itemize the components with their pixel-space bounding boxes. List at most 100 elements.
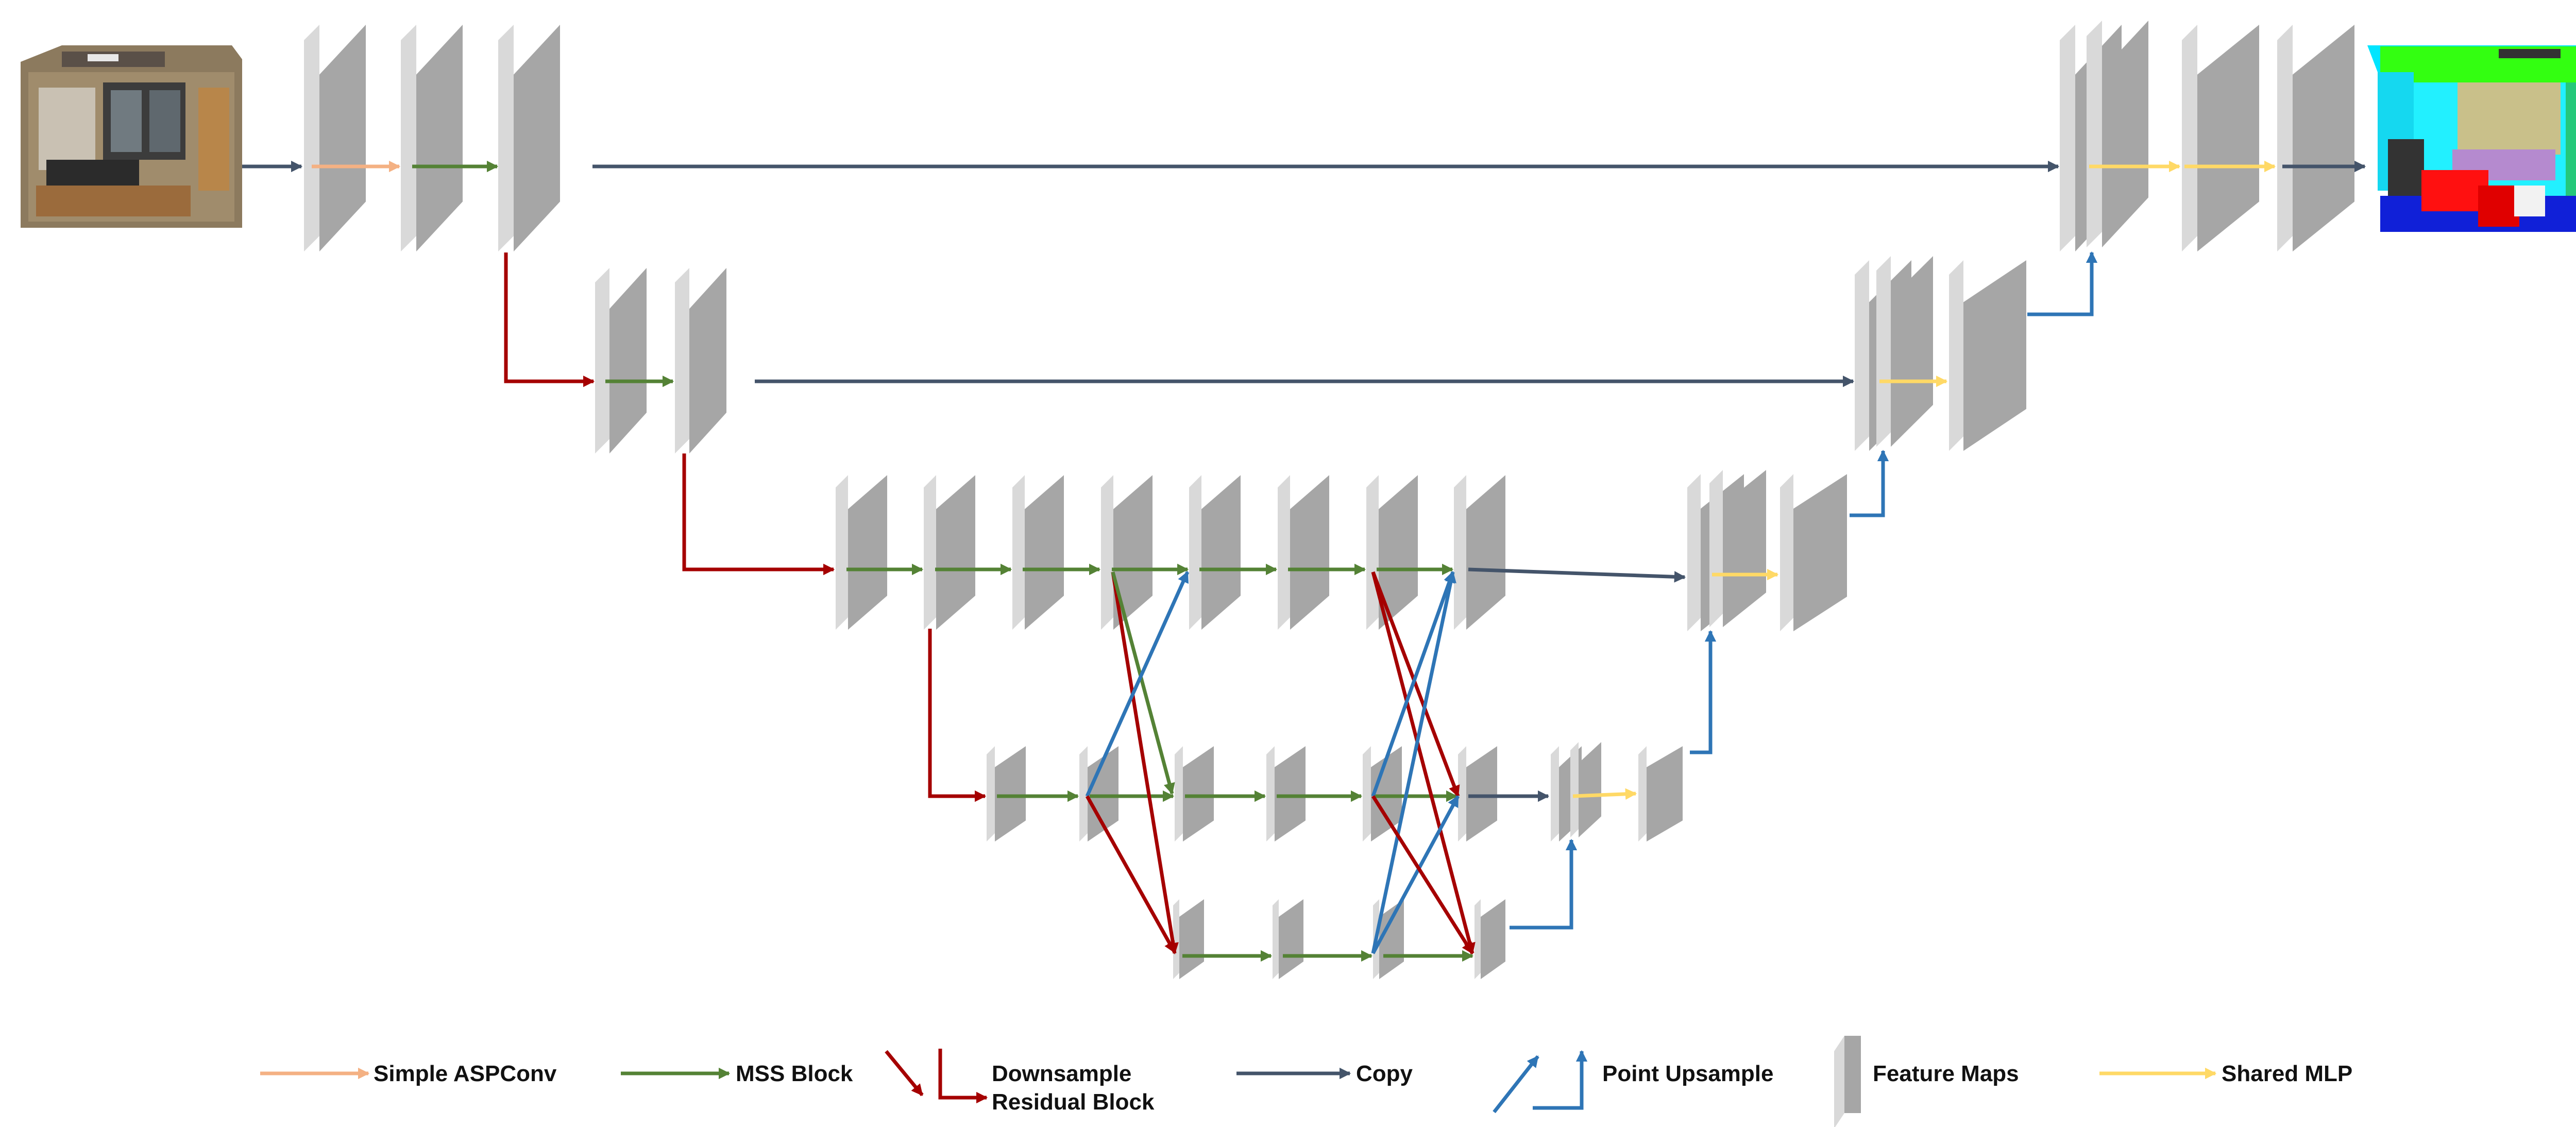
feature-map-side [304,25,319,251]
legend-feature-maps-label: Feature Maps [1873,1061,2019,1086]
feature-map-face [1793,474,1847,631]
feature-map [1570,742,1601,837]
feature-map-face [995,746,1026,842]
shared-mlp-arrow [1572,788,1637,800]
feature-map-side [1570,742,1579,837]
downsample-arrow [1371,571,1460,798]
feature-map [924,475,975,630]
feature-map [1363,746,1402,842]
feature-map-face [1275,746,1306,842]
feature-map [1273,899,1303,979]
downsample-arrow [928,629,987,802]
feature-map-side [1780,474,1793,631]
upsample-arrow [1690,630,1717,754]
feature-map-side [924,475,936,630]
feature-map-side [1366,475,1379,630]
feature-map [1949,260,2026,451]
legend-mss-block-label: MSS Block [736,1061,853,1086]
feature-map-side [836,475,848,630]
feature-map-face [1481,899,1505,979]
feature-map-side [2182,25,2197,251]
feature-map-face [1579,742,1601,837]
legend-shared-mlp-label: Shared MLP [2222,1061,2352,1086]
feature-map-side [1551,746,1559,842]
feature-map-face [1113,475,1153,630]
feature-map [1101,475,1153,630]
feature-map-side [1876,256,1891,447]
feature-map [401,25,463,251]
feature-map-side [1949,260,1963,451]
feature-map [1189,475,1241,630]
feature-map-face [514,25,560,251]
feature-map-face [936,475,975,630]
feature-map [675,268,726,453]
legend-downsample-label: Downsample Residual Block [992,1061,1155,1115]
feature-map-face [1183,746,1214,842]
legend: Simple ASPConv MSS Block Downsample Resi… [260,1036,2352,1127]
feature-map-side [1638,746,1647,842]
feature-map-side [1173,899,1179,979]
legend-simple-aspconv-label: Simple ASPConv [374,1061,557,1086]
mss-block-arrow [1111,571,1175,795]
feature-map-face [609,268,647,453]
feature-map [1709,470,1766,627]
upsample-arrow [2027,251,2098,316]
feature-map-side [1458,746,1466,842]
feature-map-side [1079,746,1088,842]
feature-map [1278,475,1329,630]
feature-map-face [1201,475,1241,630]
feature-map-face [1279,899,1303,979]
feature-map-face [319,25,366,251]
feature-map-side [1709,470,1723,627]
feature-map-side [1273,899,1279,979]
feature-map-face [2197,25,2259,251]
legend-downsample-line2: Residual Block [992,1089,1155,1115]
output-segmented-point-cloud-image [2367,45,2576,232]
feature-map [1175,746,1214,842]
feature-map-side [987,746,995,842]
feature-map-face [848,475,887,630]
feature-map-face [1290,475,1329,630]
feature-map-side [1454,475,1466,630]
feature-map [2087,21,2148,247]
feature-map-face [1179,899,1204,979]
feature-map-side [1855,260,1869,451]
feature-map [1173,899,1204,979]
upsample-arrow [1371,570,1456,954]
feature-map [1638,746,1683,842]
feature-map-side [595,268,609,453]
feature-map-side [1012,475,1025,630]
copy-arrow [1468,567,1686,583]
feature-map-face [1723,470,1766,627]
feature-map [498,25,560,251]
feature-map [2182,25,2259,251]
upsample-arrow [1371,795,1460,954]
feature-map-side [401,25,416,251]
arrows-layer [242,160,2366,962]
feature-map [2277,25,2354,251]
feature-map-side [2060,25,2075,251]
feature-map [1876,256,1933,447]
feature-map-face [689,268,726,453]
feature-maps-layer [304,21,2354,979]
feature-map-side [1189,475,1201,630]
legend-downsample-arrow-b [938,1049,988,1104]
feature-map-face [1963,260,2026,451]
feature-map-side [1175,746,1183,842]
feature-map [1079,746,1118,842]
feature-map [304,25,366,251]
feature-map-face [416,25,463,251]
upsample-arrow [1510,838,1578,930]
legend-downsample-line1: Downsample [992,1061,1131,1086]
feature-map-side [1363,746,1371,842]
legend-feature-map-icon [1834,1036,1861,1127]
legend-point-upsample-label: Point Upsample [1602,1061,1774,1086]
feature-map-side [1278,475,1290,630]
legend-upsample-arrow-b [1533,1050,1588,1110]
feature-map [836,475,887,630]
legend-copy-label: Copy [1356,1061,1413,1086]
downsample-arrow [682,453,835,576]
downsample-arrow [504,253,595,388]
feature-map [987,746,1026,842]
